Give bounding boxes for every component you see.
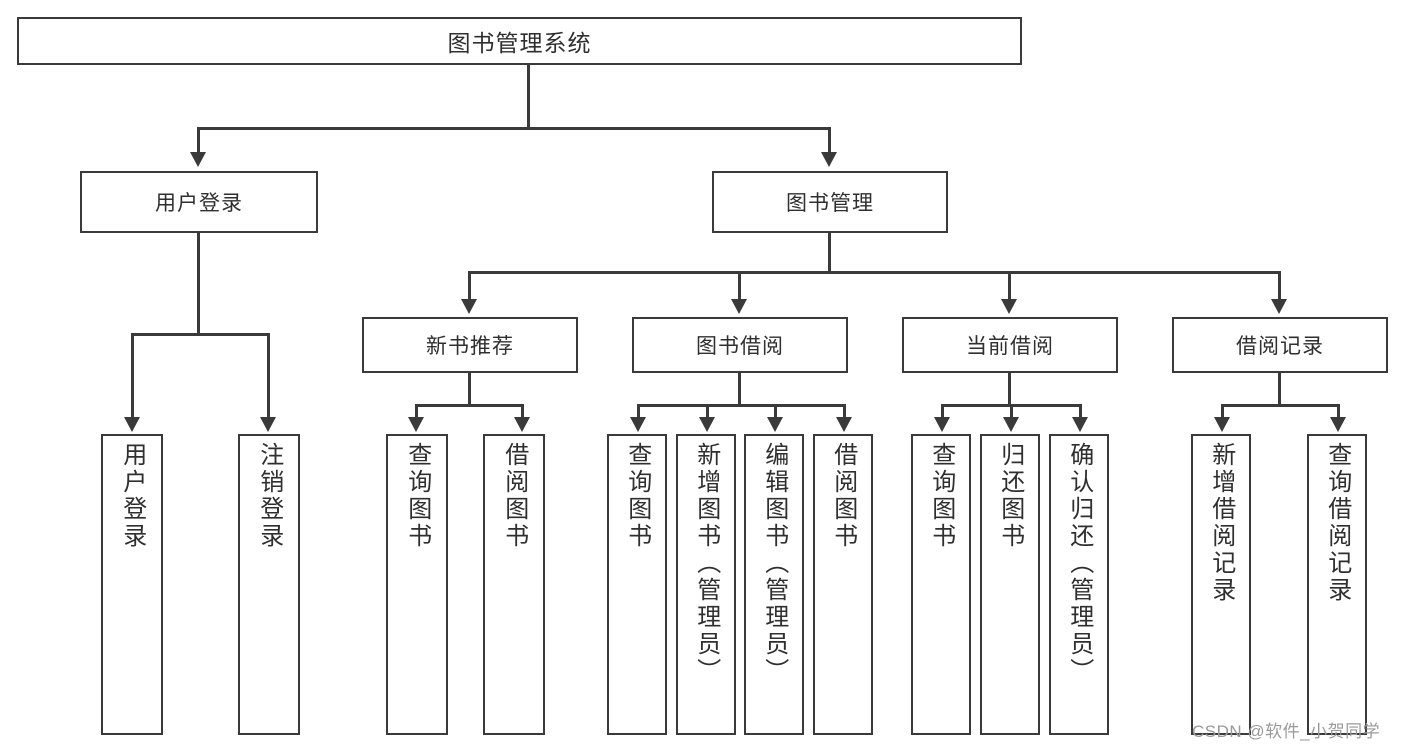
node-label: 查询图书 (403, 442, 431, 550)
connector-book-manage-b3 (1008, 271, 1011, 301)
connector-new-book-stem (468, 373, 471, 406)
connector-book-borrow-bar (637, 404, 843, 407)
node-label: 归还图书 (996, 442, 1024, 550)
node-label: 新书推荐 (426, 335, 514, 358)
node-label: 注销登录 (255, 442, 283, 550)
connector-borrow-record-l2 (1337, 404, 1340, 419)
node-root-system[interactable]: 图书管理系统 (17, 17, 1022, 65)
arrow-current-borrow-l1 (934, 417, 950, 432)
arrow-book-manage-b4 (1271, 299, 1287, 314)
leaf-borrow-record-add[interactable]: 新增借阅记录 (1191, 434, 1251, 735)
arrow-root-to-user-login (190, 152, 206, 167)
node-label: 当前借阅 (966, 335, 1054, 358)
node-label: 用户登录 (118, 442, 146, 550)
node-label: 图书管理系统 (447, 30, 592, 56)
connector-root-to-book-manage (828, 127, 831, 154)
node-label: 图书借阅 (696, 335, 784, 358)
connector-book-borrow-l1 (637, 404, 640, 419)
node-book-manage[interactable]: 图书管理 (712, 171, 948, 233)
arrow-book-borrow-l1 (630, 417, 646, 432)
connector-user-login-bar (131, 333, 267, 336)
node-label: 新增借阅记录 (1207, 442, 1235, 604)
connector-current-borrow-l3 (1079, 404, 1082, 419)
arrow-book-manage-b3 (1001, 299, 1017, 314)
arrow-new-book-l2 (514, 417, 530, 432)
arrow-current-borrow-l2 (1003, 417, 1019, 432)
node-label: 用户登录 (155, 192, 243, 215)
arrow-borrow-record-l2 (1330, 417, 1346, 432)
connector-user-login-right (267, 333, 270, 419)
node-book-borrow[interactable]: 图书借阅 (632, 317, 848, 373)
leaf-book-borrow-borrow[interactable]: 借阅图书 (813, 434, 873, 735)
node-label: 查询图书 (927, 442, 955, 550)
connector-book-manage-bar (468, 271, 1280, 274)
connector-user-login-left (131, 333, 134, 419)
connector-book-borrow-l2 (706, 404, 709, 419)
connector-book-manage-b2 (738, 271, 741, 301)
csdn-watermark: CSDN @软件_小贺同学 (1192, 722, 1381, 741)
connector-current-borrow-l1 (941, 404, 944, 419)
connector-current-borrow-stem (1008, 373, 1011, 406)
node-label: 新增图书（管理员） (692, 442, 720, 685)
connector-root-stem (527, 65, 530, 129)
leaf-current-borrow-query[interactable]: 查询图书 (911, 434, 971, 735)
leaf-current-borrow-return[interactable]: 归还图书 (980, 434, 1040, 735)
connector-borrow-record-l1 (1221, 404, 1224, 419)
leaf-book-borrow-edit[interactable]: 编辑图书（管理员） (744, 434, 804, 735)
connector-book-manage-stem (828, 233, 831, 273)
connector-root-bar (197, 127, 831, 130)
node-label: 图书管理 (786, 192, 874, 215)
arrow-book-borrow-l2 (699, 417, 715, 432)
connector-new-book-l1 (415, 404, 418, 419)
node-label: 借阅图书 (500, 442, 528, 550)
connector-borrow-record-stem (1278, 373, 1281, 406)
connector-book-manage-b4 (1278, 271, 1281, 301)
arrow-new-book-l1 (408, 417, 424, 432)
connector-current-borrow-l2 (1010, 404, 1013, 419)
connector-book-borrow-l3 (774, 404, 777, 419)
arrow-book-manage-b2 (731, 299, 747, 314)
connector-book-manage-b1 (468, 271, 471, 301)
node-label: 查询图书 (623, 442, 651, 550)
connector-new-book-l2 (521, 404, 524, 419)
connector-new-book-bar (415, 404, 521, 407)
arrow-book-borrow-l3 (767, 417, 783, 432)
connector-user-login-stem (197, 233, 200, 335)
leaf-borrow-record-query[interactable]: 查询借阅记录 (1307, 434, 1367, 735)
arrow-root-to-book-manage (821, 152, 837, 167)
leaf-book-borrow-query[interactable]: 查询图书 (607, 434, 667, 735)
connector-book-borrow-l4 (843, 404, 846, 419)
arrow-user-login-left (124, 417, 140, 432)
leaf-user-login-logout[interactable]: 注销登录 (238, 434, 300, 735)
node-label: 编辑图书（管理员） (760, 442, 788, 685)
arrow-book-borrow-l4 (836, 417, 852, 432)
node-new-book-recommend[interactable]: 新书推荐 (362, 317, 578, 373)
connector-book-borrow-stem (738, 373, 741, 406)
node-label: 确认归还（管理员） (1065, 442, 1093, 685)
arrow-book-manage-b1 (461, 299, 477, 314)
leaf-current-borrow-confirm[interactable]: 确认归还（管理员） (1049, 434, 1109, 735)
node-label: 查询借阅记录 (1323, 442, 1351, 604)
leaf-new-book-query[interactable]: 查询图书 (386, 434, 448, 735)
node-label: 借阅图书 (829, 442, 857, 550)
node-current-borrow[interactable]: 当前借阅 (902, 317, 1118, 373)
node-borrow-record[interactable]: 借阅记录 (1172, 317, 1388, 373)
arrow-borrow-record-l1 (1214, 417, 1230, 432)
arrow-user-login-right (260, 417, 276, 432)
leaf-book-borrow-add[interactable]: 新增图书（管理员） (676, 434, 736, 735)
node-label: 借阅记录 (1236, 335, 1324, 358)
connector-root-to-user-login (197, 127, 200, 154)
arrow-current-borrow-l3 (1072, 417, 1088, 432)
node-user-login[interactable]: 用户登录 (80, 171, 318, 233)
leaf-user-login-login[interactable]: 用户登录 (101, 434, 163, 735)
leaf-new-book-borrow[interactable]: 借阅图书 (483, 434, 545, 735)
connector-borrow-record-bar (1221, 404, 1337, 407)
